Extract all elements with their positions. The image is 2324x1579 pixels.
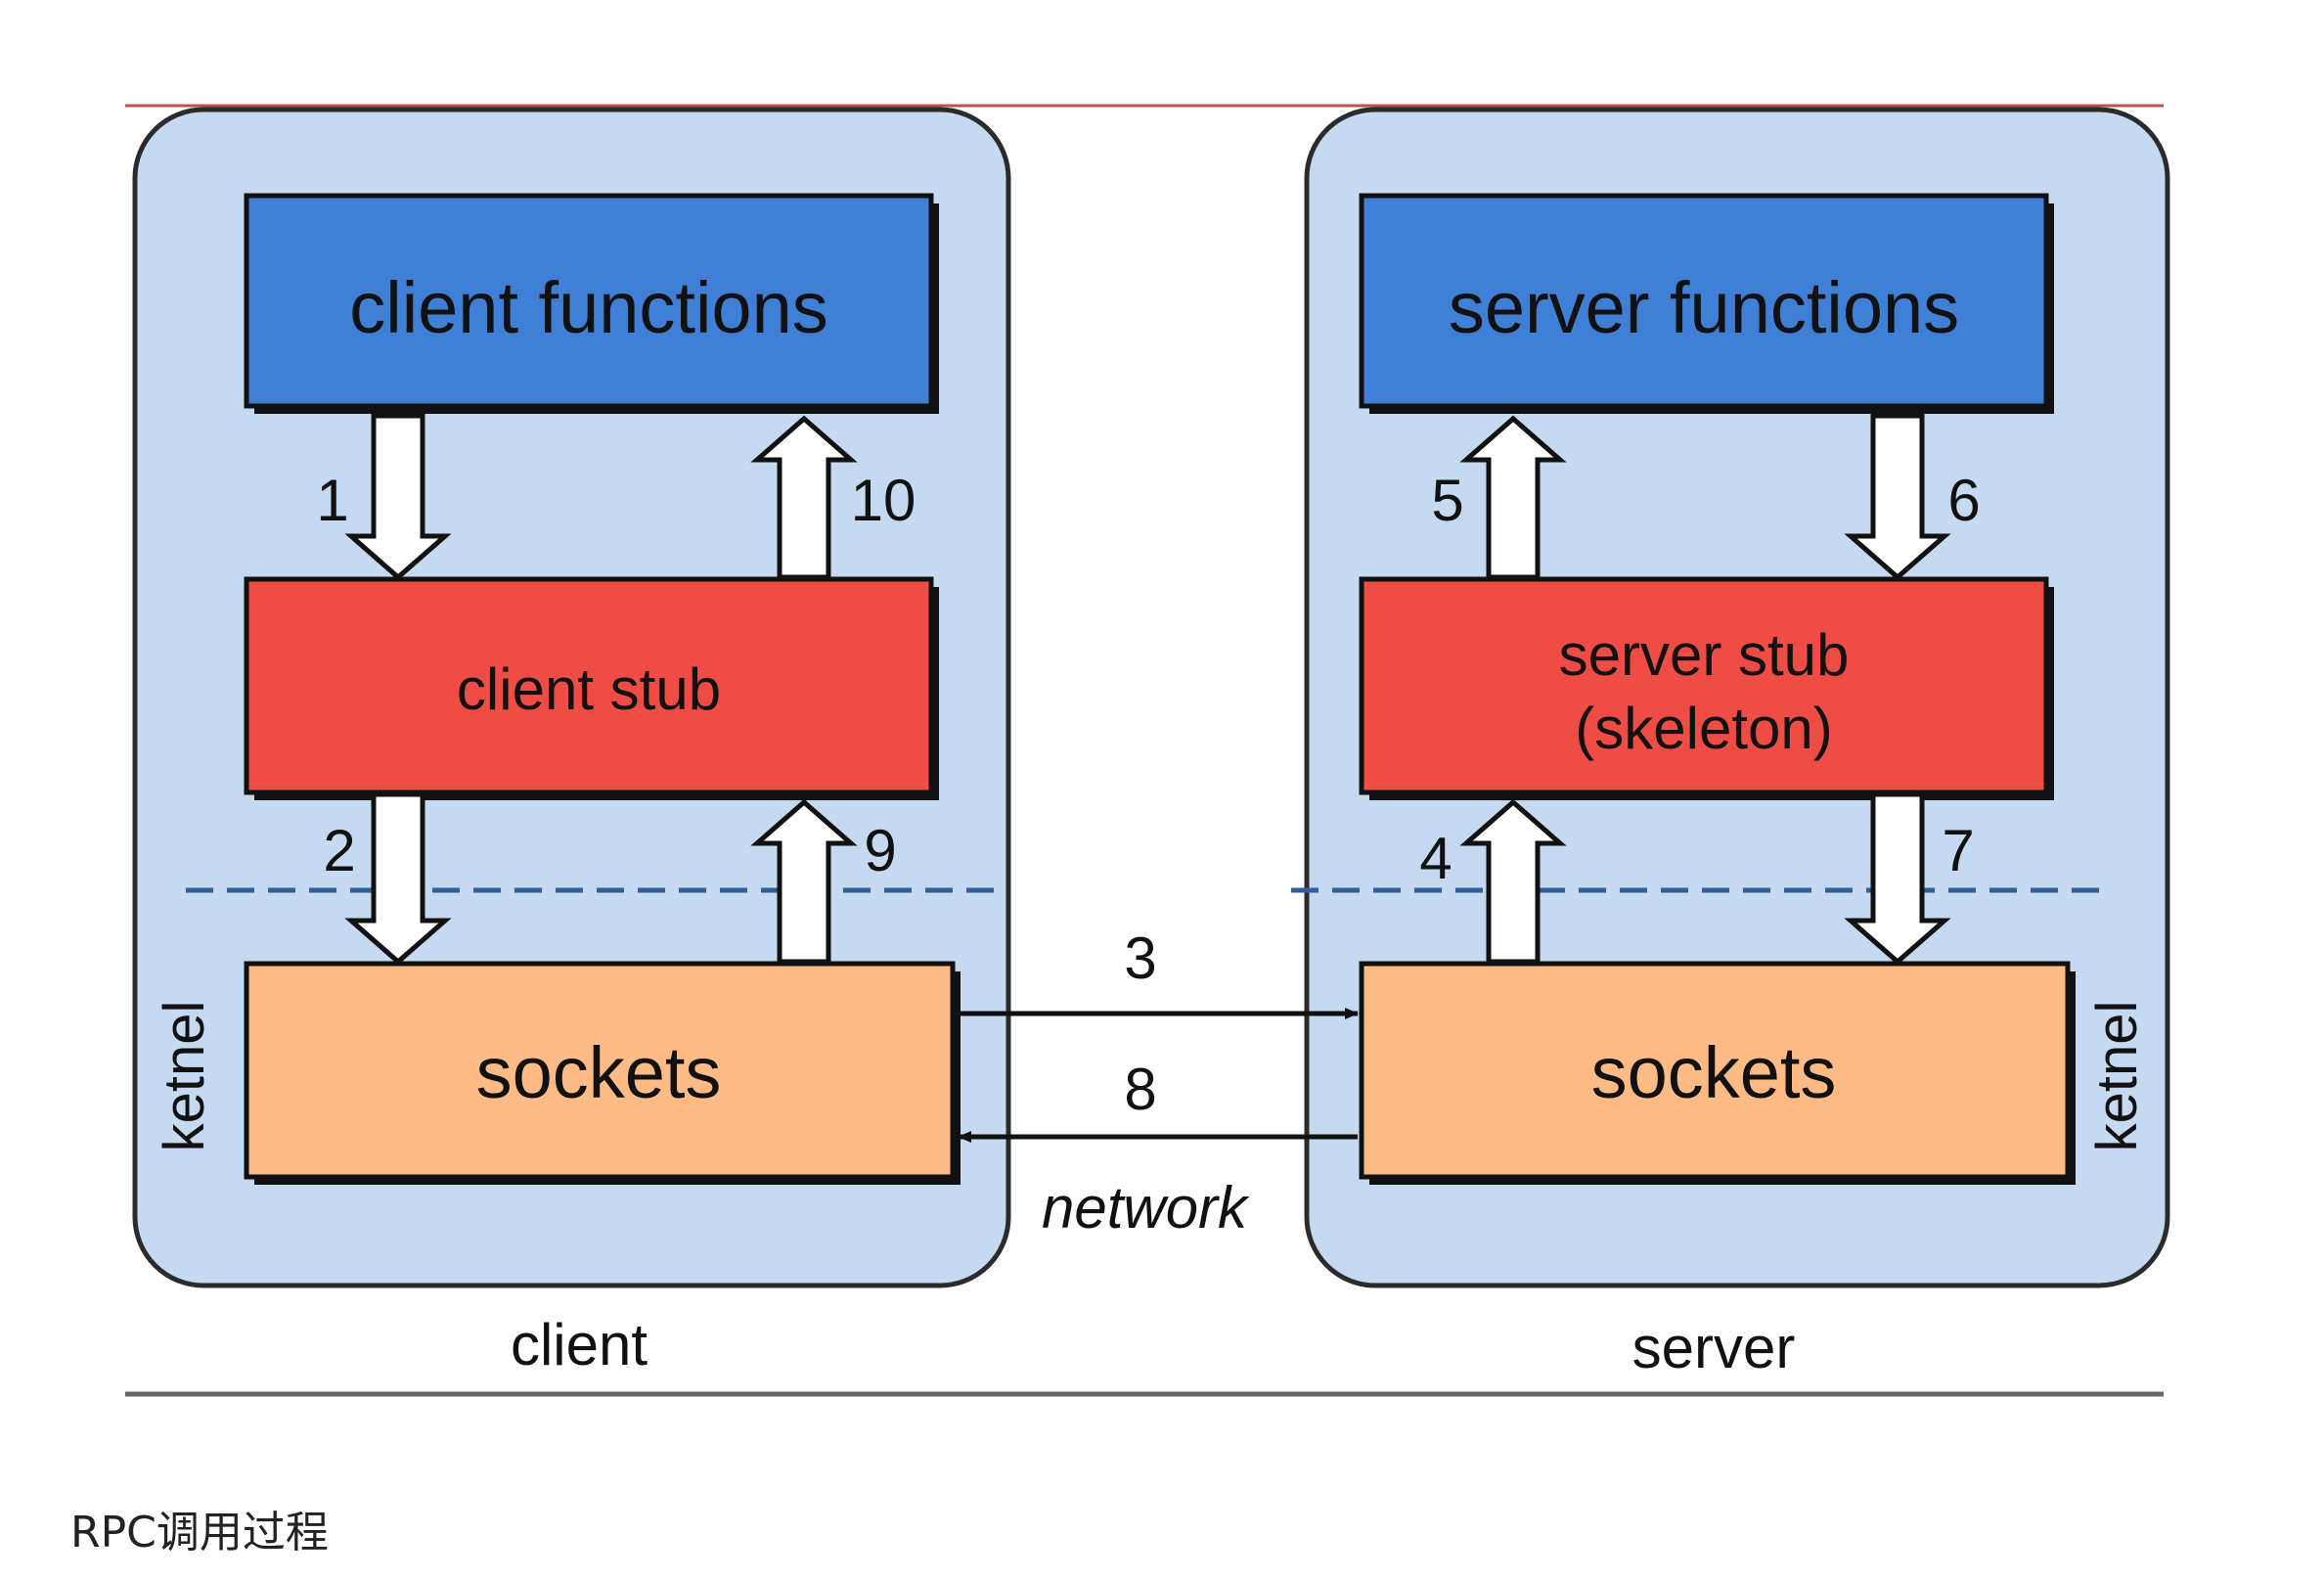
step-1-label: 1 — [316, 468, 348, 533]
client-sockets-label: sockets — [476, 1032, 722, 1113]
server-stub-line2: (skeleton) — [1575, 696, 1832, 761]
server-functions-label: server functions — [1449, 267, 1959, 348]
step-5-label: 5 — [1431, 468, 1463, 533]
server-sockets-label: sockets — [1591, 1032, 1837, 1113]
network-connection: 3 8 network — [958, 925, 1359, 1241]
server-label: server — [1632, 1315, 1796, 1380]
arrow-step-4 — [1459, 798, 1567, 965]
server-kernel-label: ketnel — [2085, 1001, 2149, 1152]
server-functions-box — [1359, 193, 2049, 409]
client-functions-label: client functions — [349, 267, 828, 348]
client-label: client — [511, 1312, 648, 1377]
server-stub-box — [1359, 576, 2049, 795]
rpc-diagram: client functions client stub sockets ket… — [125, 104, 2170, 1397]
arrow-step-6 — [1844, 413, 1951, 581]
arrow-step-7 — [1844, 791, 1951, 966]
client-panel: client functions client stub sockets ket… — [132, 107, 1011, 1377]
arrow-step-9 — [750, 798, 858, 965]
step-6-label: 6 — [1947, 468, 1980, 533]
server-panel: server functions server stub (skeleton) … — [1291, 107, 2170, 1380]
network-label: network — [1042, 1175, 1250, 1241]
step-9-label: 9 — [864, 818, 896, 883]
client-functions-box — [244, 193, 934, 409]
client-sockets-box — [244, 961, 956, 1180]
client-stub-box — [244, 576, 934, 795]
step-7-label: 7 — [1942, 818, 1974, 883]
step-10-label: 10 — [851, 468, 916, 533]
step-8-label: 8 — [1124, 1057, 1156, 1122]
client-stub-label: client stub — [457, 656, 721, 722]
arrow-step-5 — [1459, 415, 1567, 580]
server-sockets-box — [1359, 961, 2071, 1180]
server-stub-line1: server stub — [1559, 622, 1850, 688]
figure-caption: RPC调用过程 — [70, 1508, 329, 1557]
arrow-step-1 — [344, 413, 452, 581]
client-kernel-label: ketnel — [153, 1001, 216, 1152]
step-4-label: 4 — [1419, 826, 1452, 891]
arrow-step-2 — [344, 791, 452, 966]
step-2-label: 2 — [323, 818, 355, 883]
step-3-label: 3 — [1124, 925, 1156, 991]
arrow-step-10 — [750, 415, 858, 580]
